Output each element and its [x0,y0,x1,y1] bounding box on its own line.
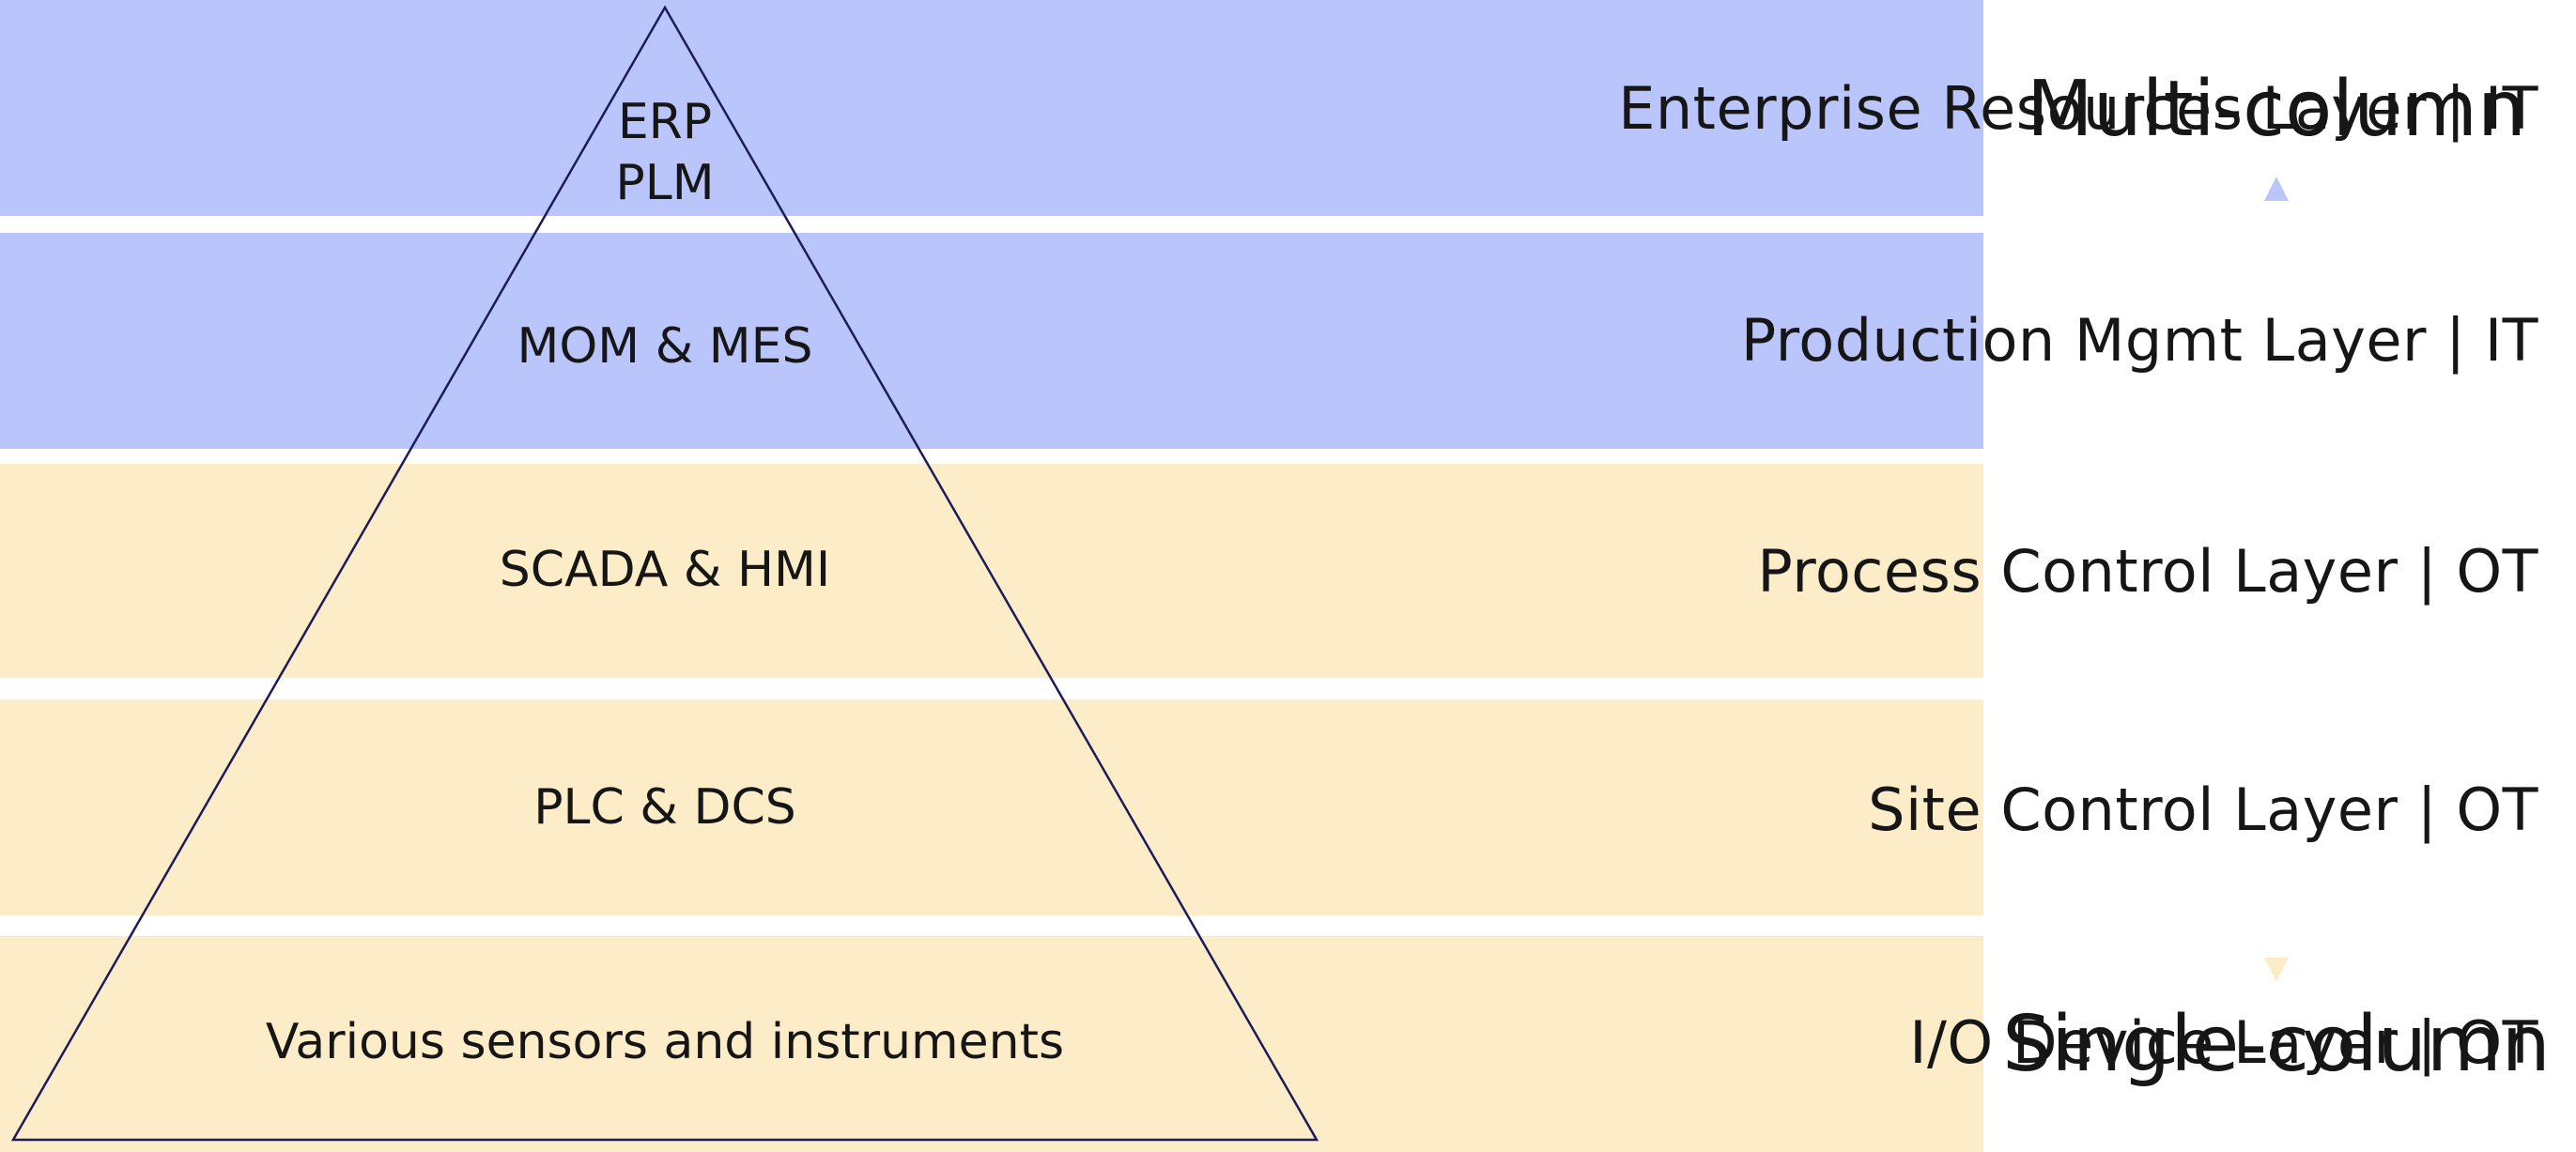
band-production-mgmt [0,233,1983,449]
band-process-control [0,464,1983,678]
scale-label-top: Multi-column [2027,65,2526,154]
pyramid-label-mom-mes: MOM & MES [517,318,813,375]
layer-label-production-mgmt: Production Mgmt Layer | IT [1740,306,2538,375]
pyramid-label-erp-line-2: PLM [615,155,715,211]
scale-arrow-down-head [2264,958,2289,982]
scale-arrow-up-head [2264,177,2289,201]
layer-label-enterprise-resources: Enterprise Resources Layer | IT [1618,74,2538,143]
layer-label-io-device: I/O Device Layer | OT [1909,1008,2538,1077]
pyramid-label-sensors: Various sensors and instruments [265,1014,1065,1070]
scale-label-bottom: Single-column [2002,1000,2551,1089]
pyramid-label-plc-dcs: PLC & DCS [533,779,796,836]
layer-label-process-control: Process Control Layer | OT [1757,537,2538,606]
layer-label-site-control: Site Control Layer | OT [1868,776,2538,844]
band-site-control [0,699,1983,915]
pyramid-label-scada-hmi: SCADA & HMI [499,542,831,598]
pyramid-label-erp-line-1: ERP [617,94,713,150]
